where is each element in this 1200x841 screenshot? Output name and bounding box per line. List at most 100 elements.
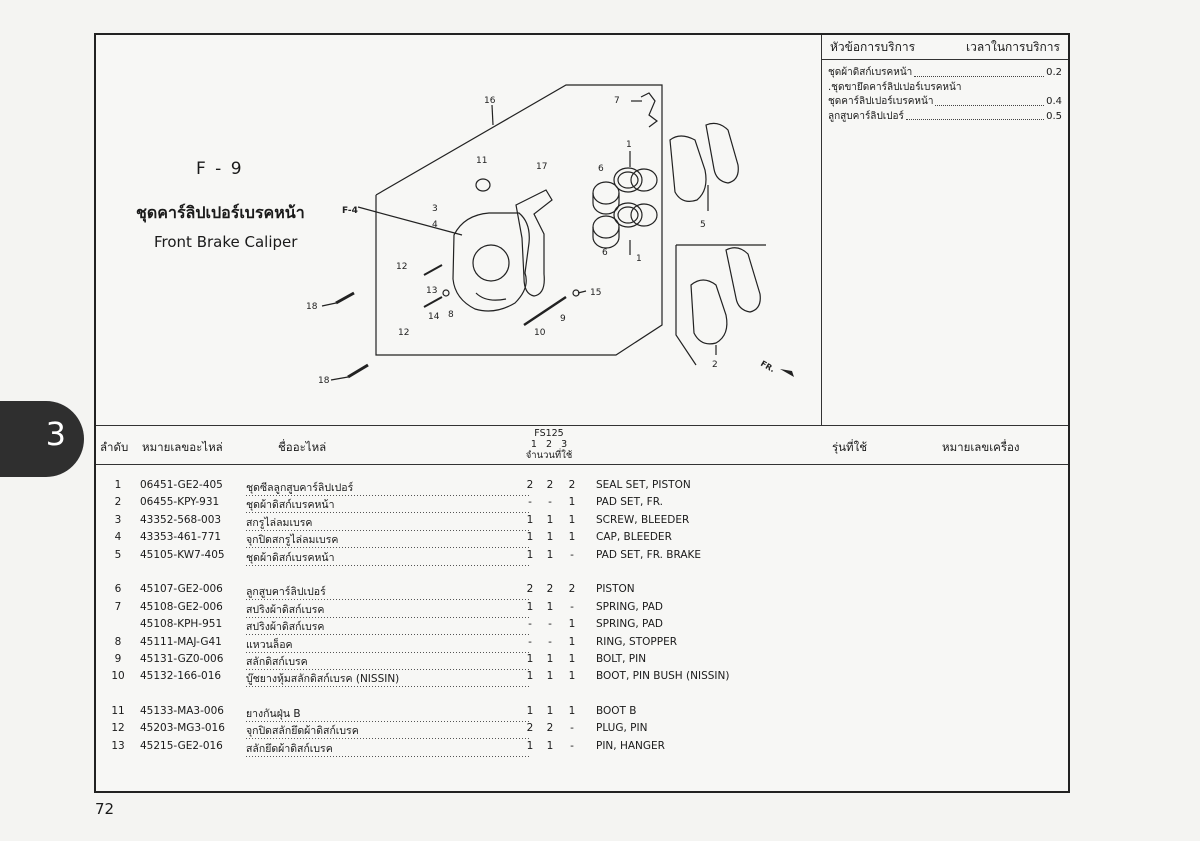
col-model-qty: FS125 1 2 3 จำนวนที่ใช้	[525, 428, 573, 461]
part-name-th: สปริงผ้าดิสก์เบรค	[246, 600, 530, 618]
qty-2: 2	[546, 722, 554, 735]
callout-17: 17	[536, 162, 547, 172]
callout-14: 14	[428, 312, 440, 322]
group-spacer	[96, 688, 1068, 705]
qty-2: 1	[546, 548, 554, 561]
col-engine-no: หมายเลขเครื่อง	[942, 440, 1020, 454]
qty-2: -	[548, 635, 552, 648]
part-name-en: SPRING, PAD	[596, 618, 663, 631]
part-name-en: PLUG, PIN	[596, 722, 648, 735]
figure-code: F - 9	[196, 159, 244, 179]
service-time-header: เวลาในการบริการ	[966, 39, 1060, 54]
qty-3: -	[570, 739, 574, 752]
qty-2: 1	[546, 705, 554, 718]
part-name-en: RING, STOPPER	[596, 635, 677, 648]
part-name-th: ลูกสูบคาร์ลิปเปอร์	[246, 583, 530, 601]
part-index: 7	[114, 600, 122, 613]
qty-2: -	[548, 618, 552, 631]
qty-3: 1	[568, 652, 576, 665]
callout-4: 4	[432, 220, 438, 230]
service-item-header: หัวข้อการบริการ	[830, 39, 916, 54]
qty-1: -	[528, 496, 532, 509]
part-number: 45105-KW7-405	[140, 548, 225, 561]
qty-2: 2	[546, 583, 554, 596]
callout-12a: 12	[396, 262, 407, 272]
qty-1: 1	[526, 652, 534, 665]
callout-1b: 1	[636, 254, 642, 264]
part-number: 06451-GE2-405	[140, 479, 223, 491]
qty-2: 1	[546, 652, 554, 665]
qty-1: 1	[526, 548, 534, 561]
qty-1: 1	[526, 705, 534, 718]
exploded-diagram: F - 9 ชุดคาร์ลิปเปอร์เบรคหน้า Front Brak…	[96, 35, 822, 425]
callout-11: 11	[476, 156, 487, 166]
qty-2: 1	[546, 513, 554, 526]
callout-2: 2	[712, 360, 718, 370]
part-name-th: แหวนล็อค	[246, 635, 530, 653]
part-name-th: บู๊ชยางหุ้มสลักดิสก์เบรค (NISSIN)	[246, 670, 530, 688]
part-index: 11	[111, 705, 125, 718]
part-number: 45132-166-016	[140, 670, 222, 683]
section-tab-number: 3	[45, 415, 66, 453]
service-header: หัวข้อการบริการ เวลาในการบริการ	[822, 35, 1068, 60]
qty-3: 1	[568, 618, 576, 631]
part-name-th: สลักยึดผ้าดิสก์เบรค	[246, 739, 530, 757]
part-name-th: สกรูไล่ลมเบรค	[246, 513, 530, 531]
figure-title-th: ชุดคาร์ลิปเปอร์เบรคหน้า	[136, 203, 305, 222]
qty-1: 1	[526, 531, 534, 544]
callout-13: 13	[426, 286, 437, 296]
part-name-th: จุกปิดสลักยึดผ้าดิสก์เบรค	[246, 722, 530, 740]
service-time-panel: หัวข้อการบริการ เวลาในการบริการ ชุดผ้าดิ…	[822, 35, 1068, 425]
part-name-th: ชุดซีลลูกสูบคาร์ลิปเปอร์	[246, 479, 530, 496]
qty-3: 1	[568, 513, 576, 526]
group-spacer	[96, 566, 1068, 583]
callout-6a: 6	[598, 164, 604, 174]
part-index: 5	[114, 548, 122, 561]
qty-1: 2	[526, 722, 534, 735]
callout-8: 8	[448, 310, 454, 320]
callout-18a: 18	[306, 302, 318, 312]
callout-10: 10	[534, 328, 546, 338]
part-name-th: ชุดผ้าดิสก์เบรคหน้า	[246, 496, 530, 514]
part-number: 45133-MA3-006	[140, 705, 224, 718]
page-number: 72	[95, 800, 115, 818]
qty-3: 1	[568, 496, 576, 509]
part-number: 45111-MAJ-G41	[140, 635, 222, 648]
col-model-used: รุ่นที่ใช้	[832, 440, 868, 454]
callout-15: 15	[590, 288, 601, 298]
qty-1: 1	[526, 670, 534, 683]
part-index: 8	[114, 635, 122, 648]
part-index: 6	[114, 583, 122, 596]
qty-2: 2	[546, 479, 554, 491]
qty-3: 1	[568, 635, 576, 648]
qty-3: -	[570, 600, 574, 613]
service-row: ลูกสูบคาร์ลิปเปอร์0.5	[828, 110, 1062, 122]
brake-pad-5b	[705, 122, 739, 184]
part-index: 13	[111, 739, 125, 752]
part-name-en: SCREW, BLEEDER	[596, 513, 690, 526]
figure-title-en: Front Brake Caliper	[154, 233, 298, 251]
callout-18b: 18	[318, 376, 330, 386]
part-index: 10	[111, 670, 125, 683]
qty-2: 1	[546, 531, 554, 544]
part-name-en: PAD SET, FR.	[596, 496, 663, 509]
part-index: 12	[111, 722, 125, 735]
part-name-en: SEAL SET, PISTON	[596, 479, 691, 491]
part-index: 4	[114, 531, 122, 544]
parts-table-header: ลำดับ หมายเลขอะไหล่ ชื่ออะไหล่ FS125 1 2…	[96, 425, 1068, 465]
caliper-bracket	[515, 189, 553, 297]
qty-1: -	[528, 635, 532, 648]
callout-9: 9	[560, 314, 566, 324]
assembly-boundary	[375, 84, 663, 356]
